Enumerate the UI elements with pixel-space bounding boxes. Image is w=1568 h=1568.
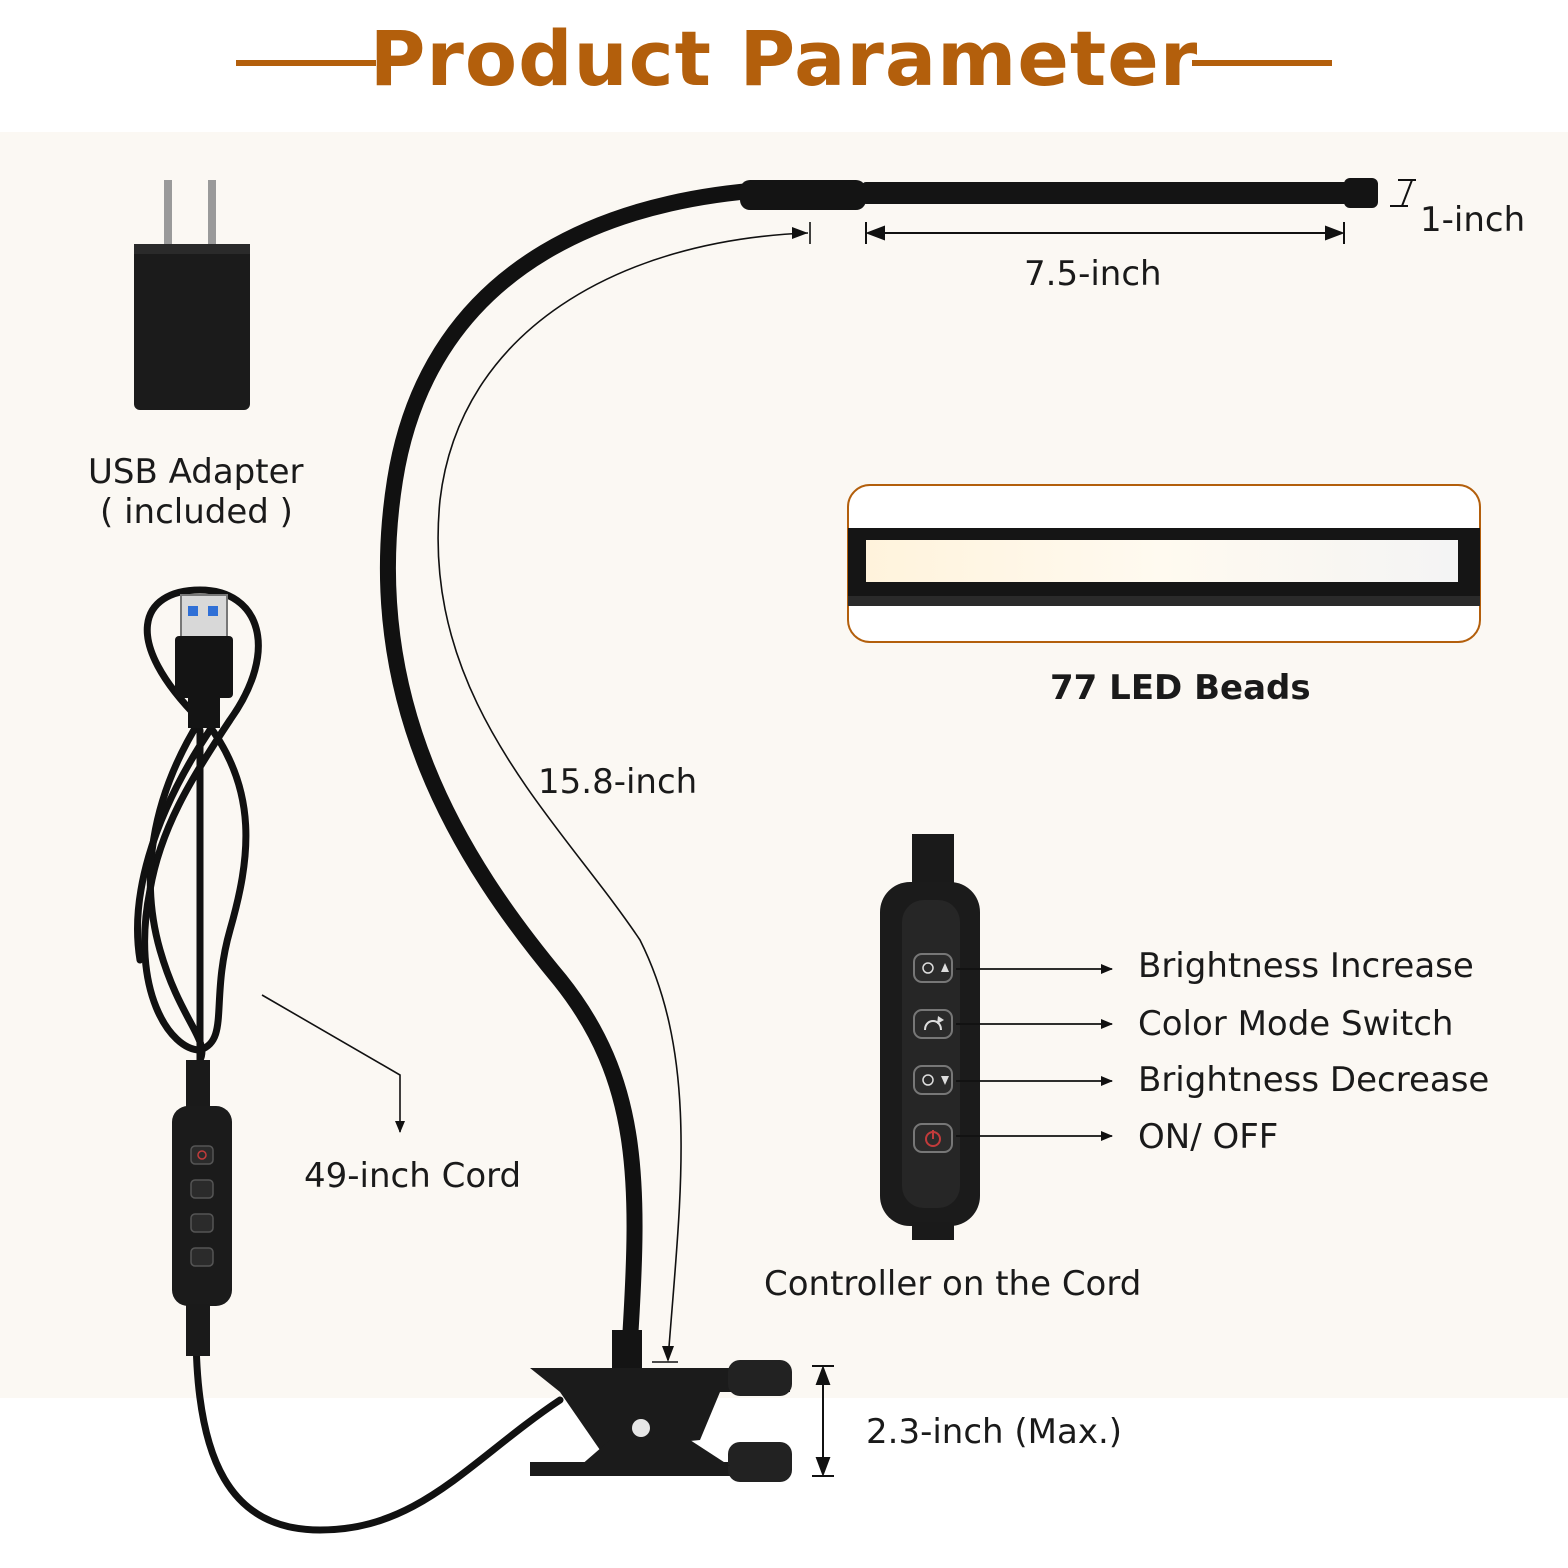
controller-callouts [956, 964, 1113, 1141]
sun-up-icon [913, 953, 953, 983]
title-rule-right [1192, 60, 1332, 66]
controller-label-brightness-increase: Brightness Increase [1138, 946, 1474, 986]
page-title: Product Parameter [369, 14, 1199, 103]
gooseneck-dimension [437, 222, 811, 1363]
cord-length-leader [261, 994, 405, 1133]
power-icon [913, 1123, 953, 1153]
led-beads-label: 77 LED Beads [1050, 668, 1311, 708]
usb-adapter-icon [134, 180, 250, 410]
clamp-icon [530, 1330, 792, 1482]
clamp-opening-label: 2.3-inch (Max.) [866, 1412, 1123, 1452]
cord-length-label: 49-inch Cord [304, 1156, 522, 1196]
head-height-label: 1-inch [1420, 200, 1526, 240]
usb-plug-icon [175, 594, 233, 728]
color-cycle-icon [913, 1009, 953, 1039]
head-length-dimension [865, 222, 1345, 244]
clamp-opening-dimension [812, 1365, 834, 1477]
head-height-indicator [1390, 179, 1416, 207]
lamp-head [740, 178, 1378, 210]
head-length-label: 7.5-inch [1024, 254, 1162, 294]
usb-cord-icon [134, 586, 564, 1534]
gooseneck-length-label: 15.8-inch [538, 762, 698, 802]
controller-label-brightness-decrease: Brightness Decrease [1138, 1060, 1490, 1100]
controller-label-color-mode: Color Mode Switch [1138, 1004, 1454, 1044]
sun-down-icon [913, 1065, 953, 1095]
controller-label-power: ON/ OFF [1138, 1117, 1279, 1157]
content-panel [0, 132, 1568, 1398]
inline-controller-small [172, 1060, 232, 1356]
led-closeup [847, 484, 1481, 643]
title-rule-left [236, 60, 376, 66]
gooseneck-arm [379, 180, 818, 1348]
adapter-label-line2: ( included ) [100, 492, 293, 532]
controller-title: Controller on the Cord [764, 1264, 1142, 1304]
adapter-label-line1: USB Adapter [88, 452, 304, 492]
